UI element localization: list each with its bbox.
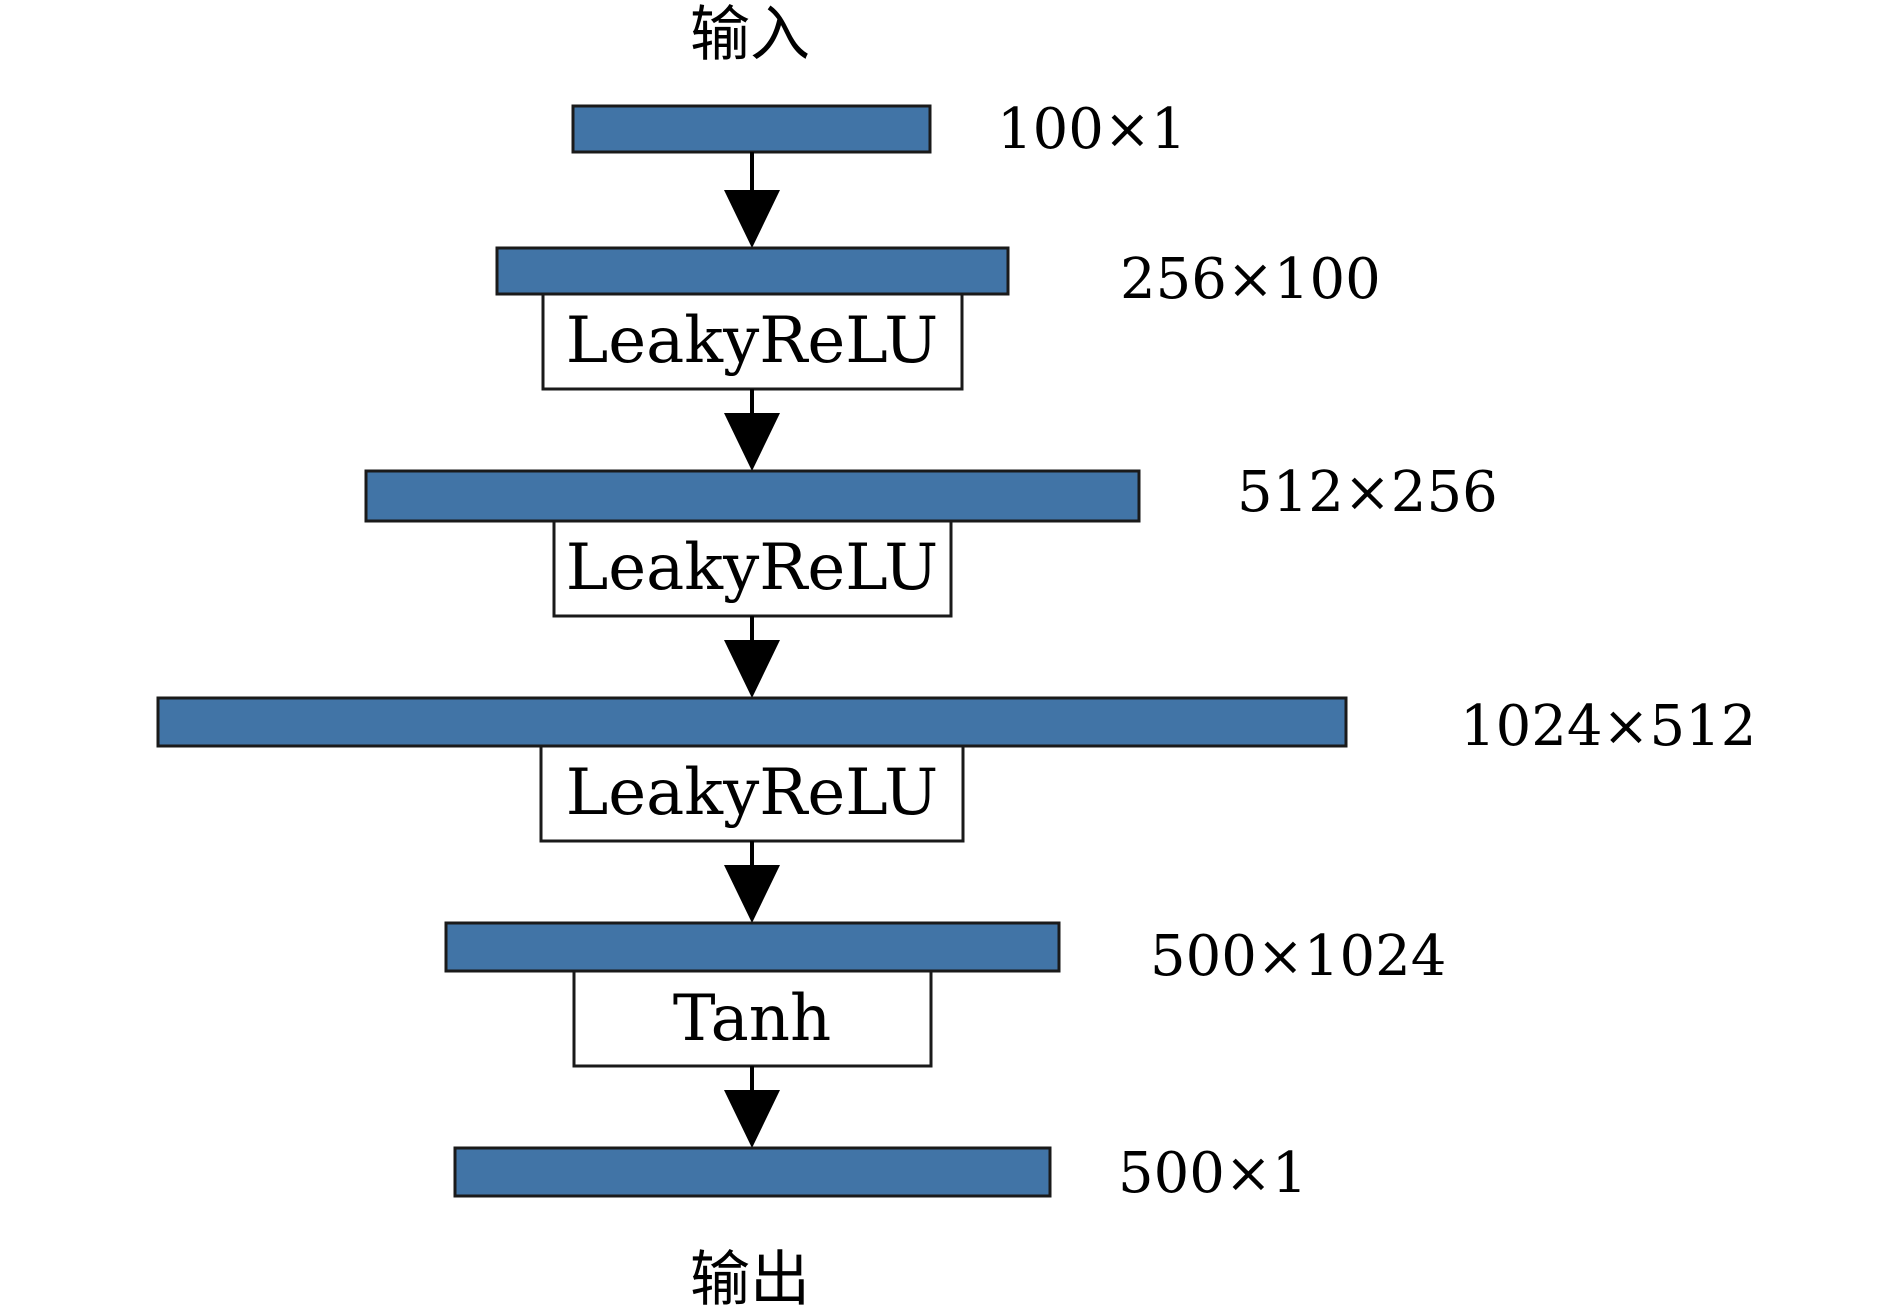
activation-label-1: LeakyReLU xyxy=(566,304,938,378)
layer-bar-5 xyxy=(453,1146,1052,1198)
layer-dims-1: 256×100 xyxy=(1120,247,1381,312)
layer-dims-5: 500×1 xyxy=(1118,1141,1307,1206)
activation-label-2: LeakyReLU xyxy=(566,531,938,605)
layer-dims-2: 512×256 xyxy=(1237,460,1498,525)
flow-arrow-4 xyxy=(724,1066,780,1148)
layer-5: 500×1 xyxy=(453,1141,1307,1206)
layer-bar-3 xyxy=(156,696,1348,748)
layer-1: 256×100 LeakyReLU xyxy=(495,246,1381,391)
layer-4: 500×1024 Tanh xyxy=(444,921,1446,1068)
layer-3: 1024×512 LeakyReLU xyxy=(156,694,1756,843)
layer-bar-0 xyxy=(571,104,932,154)
activation-label-3: LeakyReLU xyxy=(566,756,938,830)
flow-arrow-2 xyxy=(724,616,780,698)
activation-box-2 xyxy=(552,519,953,618)
flow-arrow-0 xyxy=(724,152,780,248)
activation-label-4: Tanh xyxy=(673,982,831,1056)
output-label: 输出 xyxy=(690,1245,810,1311)
layer-bar-2 xyxy=(364,469,1141,523)
layer-2: 512×256 LeakyReLU xyxy=(364,460,1498,618)
layer-dims-4: 500×1024 xyxy=(1150,924,1446,989)
layer-0: 100×1 xyxy=(571,97,1186,162)
activation-box-3 xyxy=(539,744,965,843)
layer-dims-3: 1024×512 xyxy=(1460,694,1756,759)
layer-dims-0: 100×1 xyxy=(997,97,1186,162)
input-label: 输入 xyxy=(690,0,810,70)
layer-bar-1 xyxy=(495,246,1010,296)
flow-arrow-1 xyxy=(724,389,780,471)
flow-arrow-3 xyxy=(724,841,780,923)
activation-box-4 xyxy=(572,969,933,1068)
layer-bar-4 xyxy=(444,921,1061,973)
